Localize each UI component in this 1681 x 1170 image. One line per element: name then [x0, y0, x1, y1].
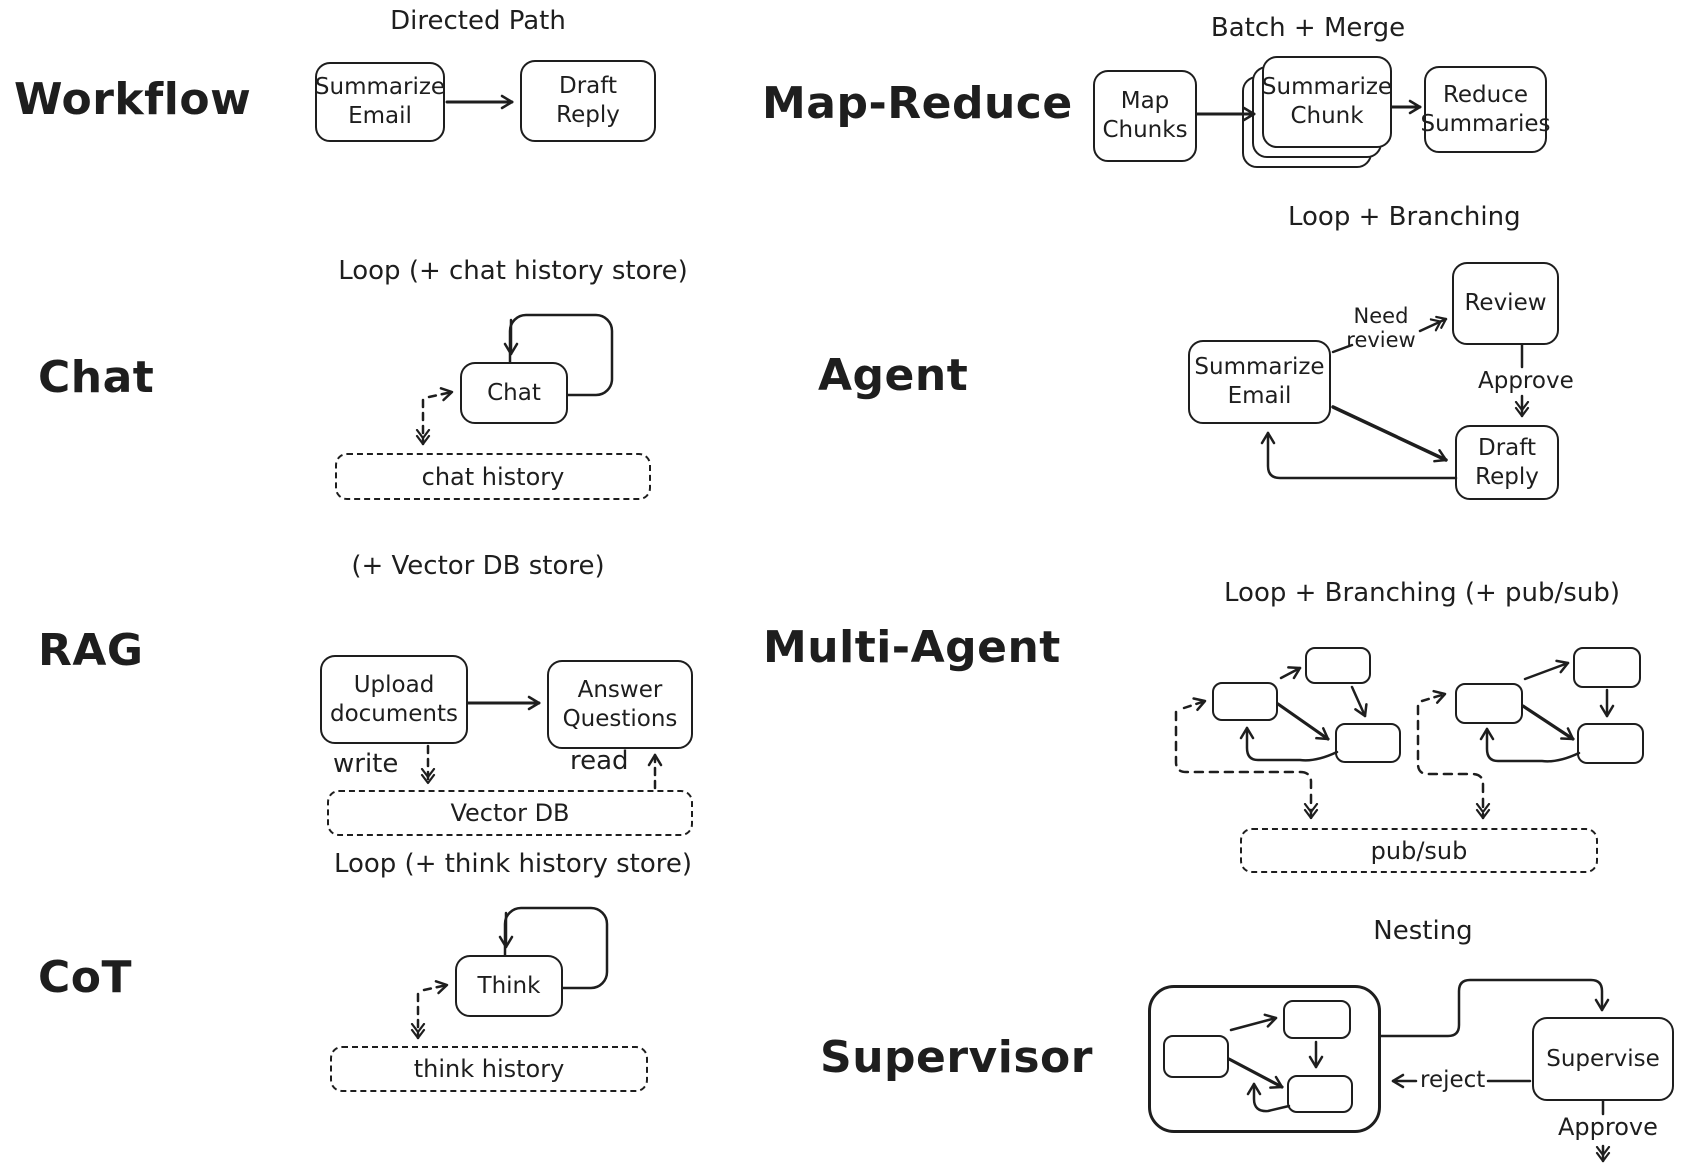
- multi-agent-title: Loop + Branching (+ pub/sub): [1224, 578, 1620, 608]
- arrow-ma-left-entry-to-top: [1279, 666, 1302, 680]
- arrow-chat-history-to-chat: [427, 387, 454, 402]
- supervise-node: Supervise: [1532, 1017, 1674, 1101]
- answer-questions-node: Answer Questions: [547, 660, 693, 749]
- workflow-draft-reply-node: Draft Reply: [520, 60, 656, 142]
- arrow-ma-right-entry-to-bottom: [1521, 704, 1575, 741]
- agent-approve-edge-label: Approve: [1478, 368, 1574, 394]
- rag-title: (+ Vector DB store): [351, 551, 605, 581]
- arrow-ma-left-to-pubsub: [1174, 710, 1311, 820]
- multi-agent-right-cluster-bottom-node: [1577, 723, 1644, 764]
- supervisor-section-label: Supervisor: [820, 1032, 1093, 1083]
- workflow-title: Directed Path: [390, 6, 566, 36]
- summarize-chunk-node: Summarize Chunk: [1262, 56, 1392, 148]
- supervisor-inner-entry-node: [1163, 1035, 1229, 1078]
- agent-review-node: Review: [1452, 262, 1559, 345]
- supervisor-inner-bottom-node: [1287, 1075, 1353, 1113]
- vector-db-store: Vector DB: [327, 790, 693, 836]
- agent-summarize-email-node: Summarize Email: [1188, 340, 1331, 424]
- think-node: Think: [455, 955, 563, 1017]
- arrow-summarize-to-draft-direct: [1331, 405, 1448, 463]
- chat-section-label: Chat: [38, 352, 155, 403]
- supervisor-inner-top-node: [1283, 1000, 1351, 1039]
- read-edge-label: read: [570, 746, 629, 776]
- arrow-think-history-to-think: [422, 980, 449, 995]
- chat-history-store: chat history: [335, 453, 651, 500]
- agent-title: Loop + Branching: [1288, 202, 1521, 232]
- map-reduce-title: Batch + Merge: [1210, 13, 1406, 43]
- arrow-ma-left-entry-to-bottom: [1276, 702, 1330, 741]
- chat-node: Chat: [460, 362, 568, 424]
- need-review-edge-label: Need review: [1346, 304, 1416, 353]
- cot-section-label: CoT: [38, 952, 133, 1003]
- multi-agent-section-label: Multi-Agent: [763, 622, 1061, 673]
- supervisor-approve-edge-label: Approve: [1558, 1113, 1658, 1141]
- arrow-ma-right-loopback: [1479, 727, 1581, 763]
- arrow-ma-left-pubsub-entry: [1182, 697, 1207, 712]
- multi-agent-left-cluster-entry-node: [1212, 682, 1278, 721]
- agent-draft-reply-node: Draft Reply: [1455, 425, 1559, 500]
- arrow-ma-left-top-to-bottom: [1350, 685, 1368, 718]
- chat-title: Loop (+ chat history store): [338, 256, 688, 286]
- reduce-summaries-node: Reduce Summaries: [1420, 66, 1551, 153]
- upload-documents-node: Upload documents: [320, 655, 468, 744]
- workflow-section-label: Workflow: [14, 74, 252, 125]
- multi-agent-left-cluster-bottom-node: [1335, 723, 1401, 763]
- agent-section-label: Agent: [818, 350, 969, 401]
- pub-sub-store: pub/sub: [1240, 828, 1598, 873]
- multi-agent-right-cluster-top-node: [1573, 647, 1641, 688]
- arrow-ma-right-pubsub-entry: [1420, 689, 1447, 704]
- arrow-draft-loopback-to-summarize: [1260, 431, 1458, 480]
- workflow-summarize-email-node: Summarize Email: [315, 62, 445, 142]
- rag-section-label: RAG: [38, 625, 144, 676]
- write-edge-label: write: [333, 749, 399, 779]
- supervisor-title: Nesting: [1373, 916, 1473, 946]
- cot-title: Loop (+ think history store): [333, 849, 693, 879]
- multi-agent-right-cluster-entry-node: [1455, 683, 1523, 724]
- reject-edge-label: reject: [1420, 1067, 1486, 1093]
- arrow-ma-right-entry-to-top: [1523, 659, 1570, 681]
- multi-agent-left-cluster-top-node: [1305, 647, 1371, 684]
- map-chunks-node: Map Chunks: [1093, 70, 1197, 162]
- arrow-ma-left-loopback: [1239, 726, 1339, 762]
- map-reduce-section-label: Map-Reduce: [762, 78, 1073, 129]
- think-history-store: think history: [330, 1046, 648, 1092]
